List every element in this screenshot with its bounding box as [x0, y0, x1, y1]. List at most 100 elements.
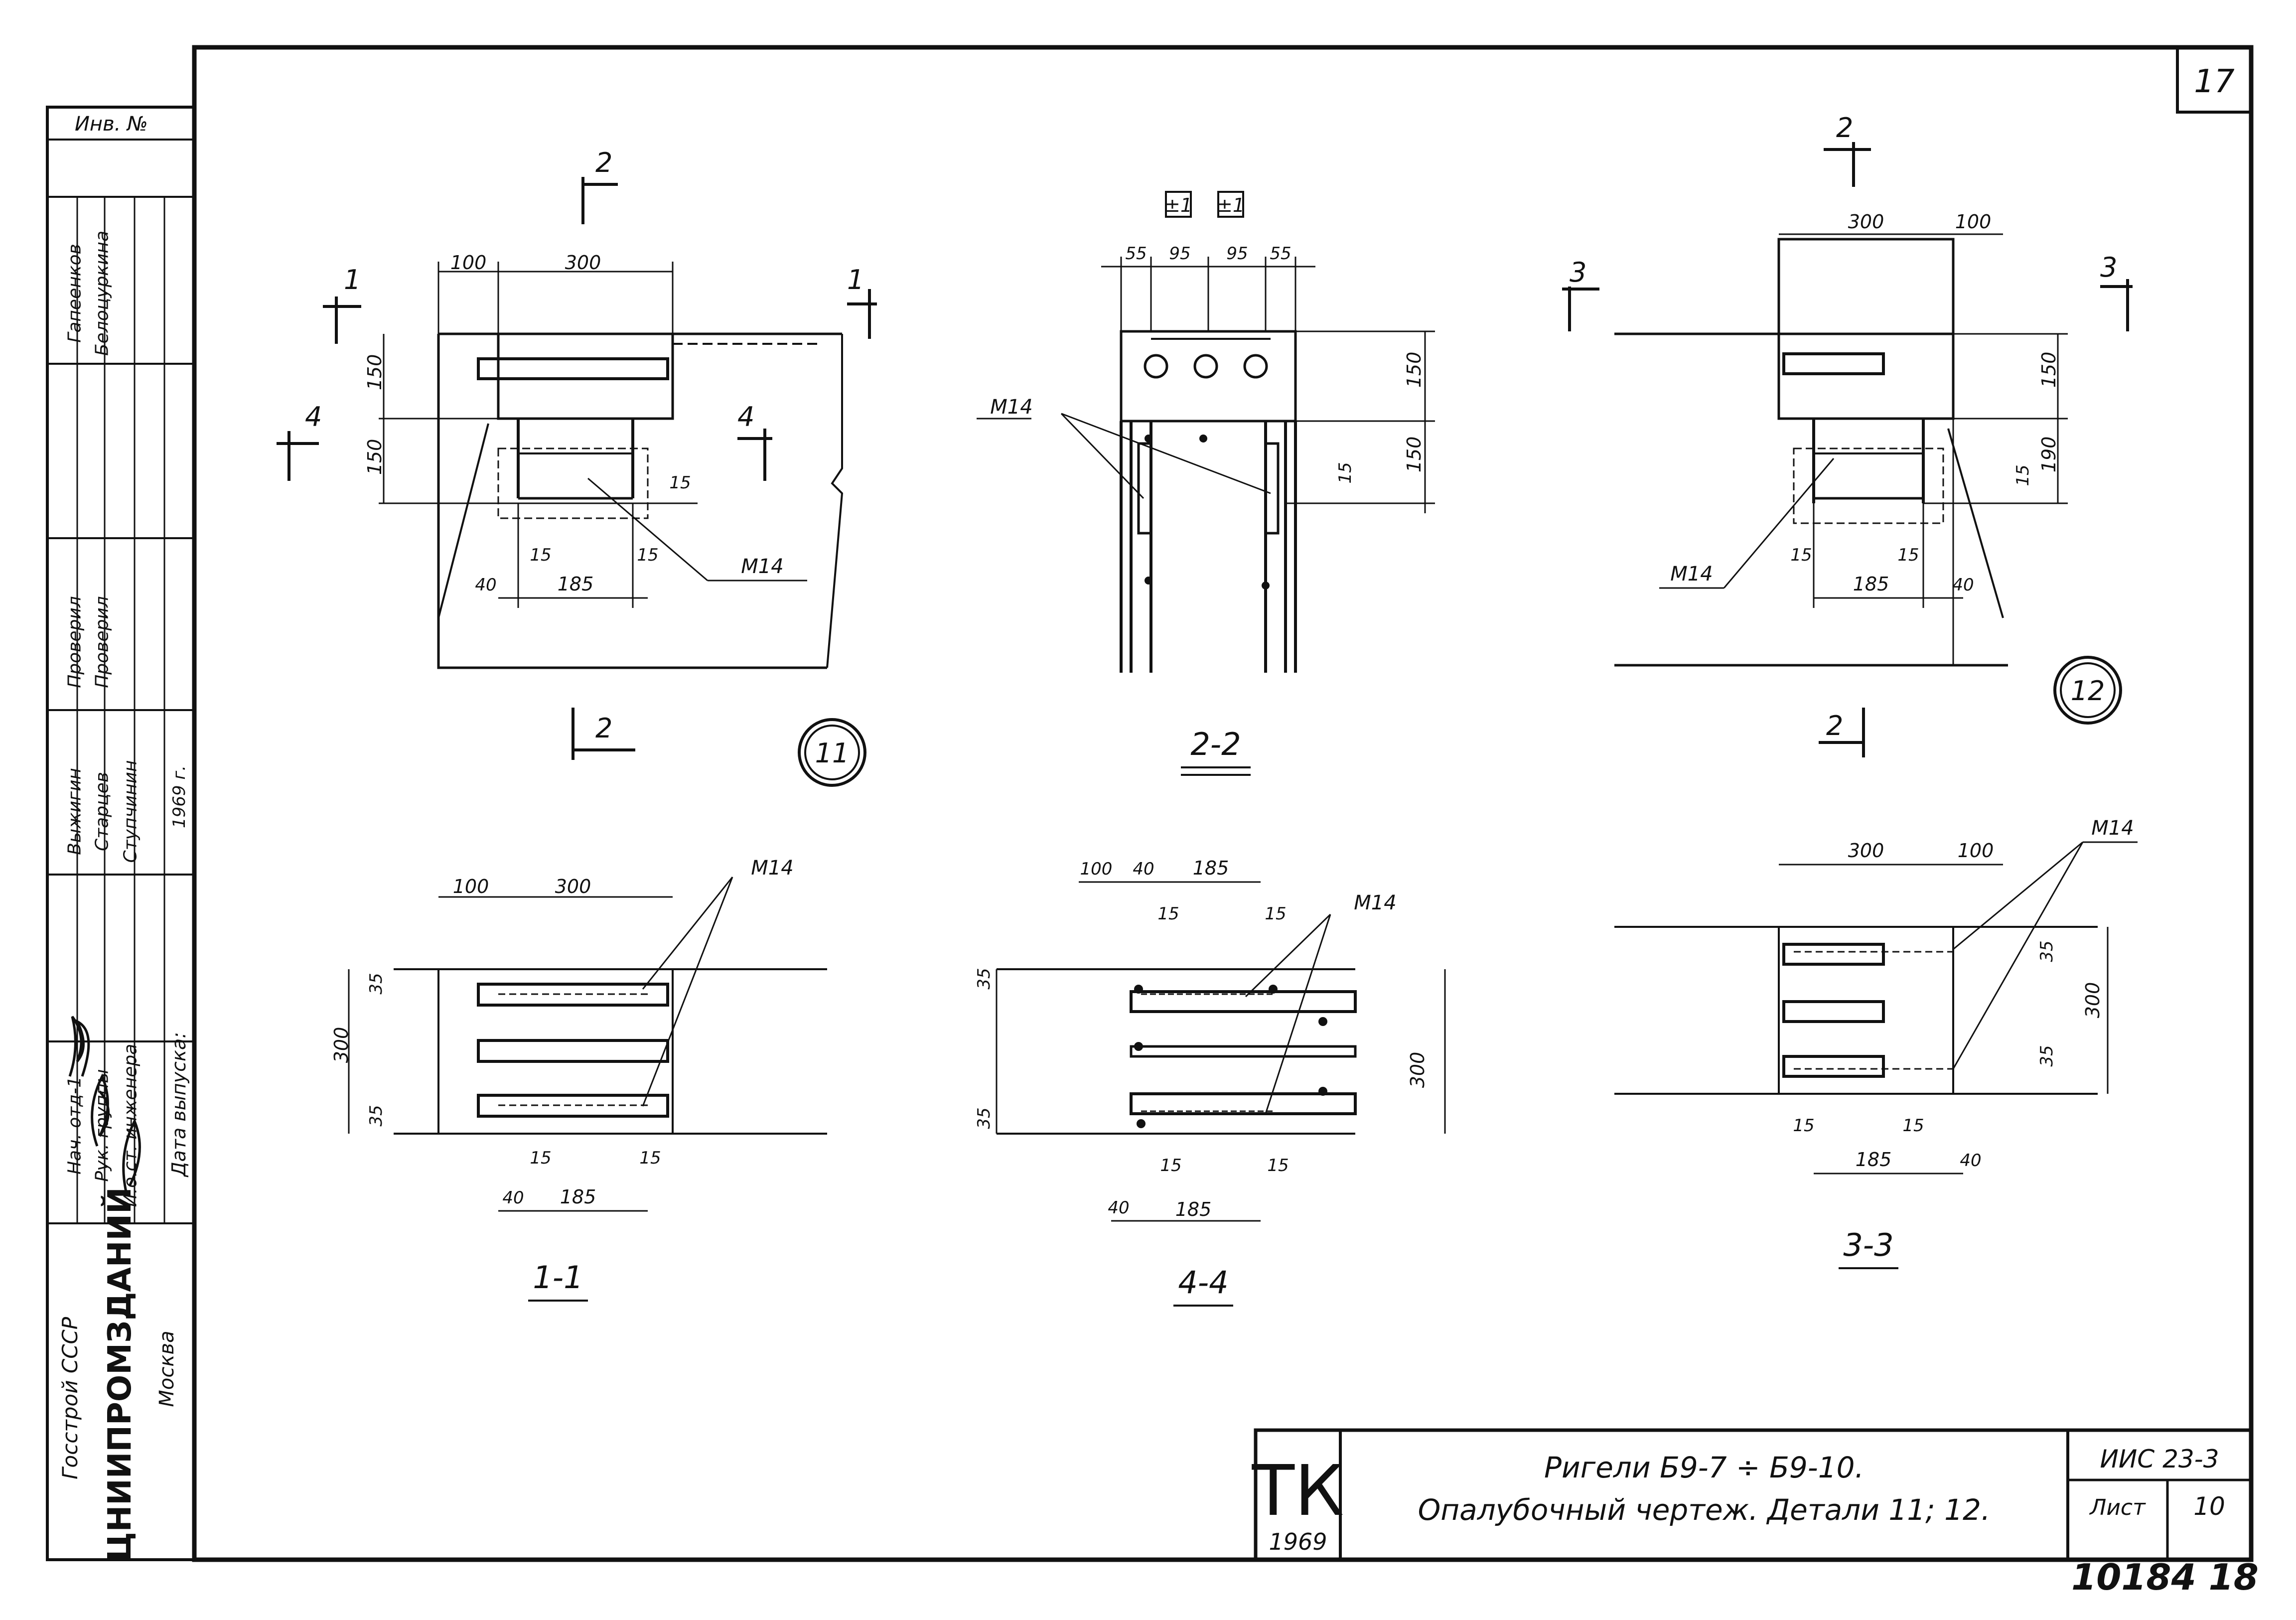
d33-anchor-label: М14 [2091, 817, 2134, 840]
d12-dim-185: 185 [1853, 573, 1889, 595]
d11-detail-mark: 11 [815, 737, 850, 769]
d33-dim-35b: 35 [2037, 1045, 2057, 1066]
d11-dim-15c: 15 [637, 545, 658, 565]
d11-mark-1-right: 1 [847, 264, 864, 295]
d11s-dim-100: 100 [453, 876, 489, 897]
d11s-dim-300v: 300 [330, 1027, 352, 1063]
series-code: ТК [1252, 1451, 1344, 1532]
d11s-dim-35a: 35 [366, 973, 386, 994]
side-stamp: Инв. № Гапеенков Белоцуркина Проверил Пр… [46, 106, 196, 1562]
d22-dim-55a: 55 [1125, 244, 1147, 264]
d44-dim-40b: 40 [1108, 1198, 1129, 1218]
d11s-dim-15b: 15 [639, 1148, 661, 1168]
d11-mark-2-bottom: 2 [595, 713, 612, 744]
org-name: ЦНИИПРОМЗДАНИЙ [101, 1187, 139, 1561]
org-ministry: Госстрой СССР [58, 1317, 82, 1479]
d33-dim-100: 100 [1958, 840, 1994, 862]
d44-dim-15d: 15 [1267, 1156, 1289, 1176]
checked-label-2: Проверил [92, 596, 113, 688]
d11s-anchor-label: М14 [751, 857, 793, 880]
d12-dim-15a: 15 [2013, 464, 2033, 486]
d22-anchor-label: М14 [990, 396, 1032, 419]
release-date-label: Дата выпуска: [168, 1032, 190, 1178]
d11-mark-4-left: 4 [305, 401, 322, 433]
title-line-2: Опалубочный чертеж. Детали 11; 12. [1418, 1493, 1991, 1527]
d22-dim-15: 15 [1335, 462, 1355, 483]
d11-dim-100: 100 [450, 252, 487, 274]
d11-anchor-label: М14 [741, 555, 783, 578]
title-block: ТК 1969 Ригели Б9-7 ÷ Б9-10. Опалубочный… [1252, 1428, 2259, 1598]
section-4-4: 100 40 185 15 15 35 35 300 40 185 15 15 … [974, 857, 1446, 1307]
checked-name-2: Белоцуркина [92, 231, 113, 356]
role-2: Рук. группы [92, 1069, 113, 1181]
d12-dim-15c: 15 [1897, 545, 1919, 565]
d44-dim-40a: 40 [1133, 859, 1154, 879]
d22-dim-95b: 95 [1226, 244, 1248, 264]
d11-dim-150b: 150 [364, 439, 386, 475]
detail-12: 300 100 150 190 15 15 15 185 40 М14 2 3 … [1562, 112, 2133, 757]
sheet-frame [192, 45, 2254, 1562]
d11-dim-150a: 150 [364, 354, 386, 391]
d33-dim-300: 300 [1848, 840, 1884, 862]
d44-dim-300: 300 [1407, 1052, 1429, 1088]
corner-number-box [2176, 46, 2253, 114]
d12-mark-3-left: 3 [1570, 257, 1586, 288]
role-3: И.о.ст. инженера [121, 1044, 141, 1207]
d11-dim-15a: 15 [669, 473, 691, 493]
d44-dim-15c: 15 [1160, 1156, 1181, 1176]
d12-detail-mark: 12 [2071, 675, 2105, 707]
d33-dim-15b: 15 [1902, 1116, 1924, 1136]
series-year: 1969 [1269, 1528, 1327, 1555]
d33-dim-40: 40 [1960, 1151, 1981, 1171]
signer-name-1: Выжигин [65, 768, 85, 855]
section-2-2: ±1 ±1 55 95 95 55 150 150 15 [977, 191, 1435, 776]
signature-2 [91, 1073, 110, 1147]
section-3-3: 300 100 35 300 35 15 15 185 40 М14 3-3 [1614, 817, 2138, 1269]
d22-dim-55b: 55 [1270, 244, 1291, 264]
d11s-dim-15a: 15 [530, 1148, 551, 1168]
d12-dim-150: 150 [2038, 352, 2060, 388]
sheet-value: 10 [2193, 1492, 2225, 1521]
d44-dim-100: 100 [1080, 859, 1113, 879]
d33-dim-15a: 15 [1793, 1116, 1814, 1136]
d44-dim-185a: 185 [1193, 857, 1229, 879]
d33-dim-185: 185 [1856, 1149, 1892, 1171]
d11s-dim-35b: 35 [366, 1105, 386, 1126]
d12-mark-2-bottom: 2 [1826, 710, 1843, 741]
title-line-1: Ригели Б9-7 ÷ Б9-10. [1544, 1451, 1864, 1484]
inventory-number: 10184 18 [2071, 1556, 2259, 1598]
d11-dim-300: 300 [565, 252, 601, 274]
role-1: Нач. отд-1 [65, 1076, 85, 1175]
d44-dim-35b: 35 [974, 1107, 994, 1129]
d12-dim-40: 40 [1952, 575, 1974, 595]
d12-dim-100: 100 [1955, 211, 1992, 233]
d11s-dim-40: 40 [502, 1188, 524, 1208]
d11-dim-15b: 15 [530, 545, 551, 565]
inv-number-label: Инв. № [75, 113, 148, 136]
d44-dim-185b: 185 [1175, 1198, 1212, 1220]
corner-sheet-number: 17 [2194, 63, 2235, 100]
d12-anchor-label: М14 [1670, 563, 1713, 586]
d22-caption: 2-2 [1190, 726, 1241, 762]
doc-code: ИИС 23-3 [2100, 1445, 2219, 1473]
checked-label-1: Проверил [65, 596, 85, 688]
signer-name-3: Ступчинин [121, 760, 141, 863]
d12-dim-15b: 15 [1790, 545, 1812, 565]
d12-dim-190: 190 [2038, 437, 2060, 473]
year-handwritten: 1969 г. [169, 765, 189, 828]
d33-dim-35a: 35 [2037, 940, 2057, 962]
org-city: Москва [155, 1330, 178, 1407]
d22-mark-1: ±1 [1164, 194, 1192, 216]
d12-dim-300: 300 [1848, 211, 1884, 233]
section-1-1: 100 300 35 300 35 40 185 15 15 М14 1-1 [330, 857, 827, 1302]
d33-dim-300v: 300 [2082, 982, 2104, 1019]
d11-mark-1-left: 1 [344, 264, 361, 295]
d11s-dim-300: 300 [555, 876, 591, 897]
d12-mark-3-right: 3 [2100, 252, 2117, 283]
d44-caption: 4-4 [1178, 1264, 1228, 1301]
d11-mark-2-top: 2 [595, 147, 612, 178]
checked-name-1: Гапеенков [65, 244, 85, 342]
d11s-caption: 1-1 [533, 1259, 583, 1296]
d44-anchor-label: М14 [1354, 891, 1396, 914]
